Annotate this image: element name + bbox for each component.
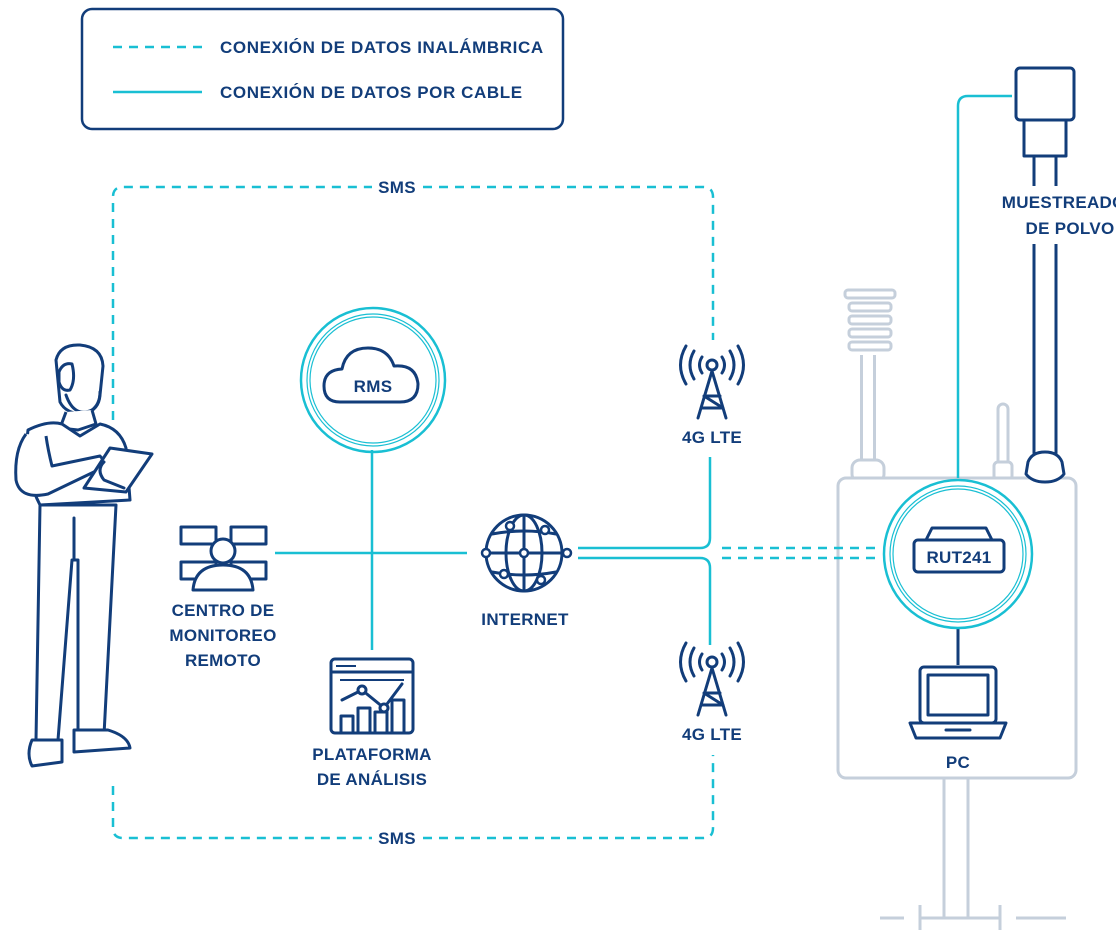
- legend-wired-label: CONEXIÓN DE DATOS POR CABLE: [220, 83, 523, 102]
- connections: [111, 94, 1012, 840]
- rms-label: RMS: [354, 377, 393, 396]
- dust-label-line2: DE POLVO: [1026, 219, 1115, 238]
- monitoring-label-line1: CENTRO DE: [172, 601, 275, 620]
- cell-tower-icon: [679, 342, 745, 457]
- dust-sampler-icon: [1014, 66, 1076, 484]
- pc-label: PC: [946, 753, 970, 772]
- globe-network-icon: [480, 513, 573, 593]
- analytics-dashboard-icon: [329, 657, 415, 735]
- cloud-icon: [299, 306, 447, 454]
- monitoring-label-line2: MONITOREO: [169, 626, 276, 645]
- router-icon: [882, 478, 1034, 630]
- legend-wireless-label: CONEXIÓN DE DATOS INALÁMBRICA: [220, 38, 544, 57]
- sms-label-bottom: SMS: [378, 829, 416, 848]
- person-icon: [14, 343, 154, 768]
- operator-icon: [179, 525, 268, 592]
- weather-station-icon: [843, 288, 1014, 484]
- analytics-label-line1: PLATAFORMA: [312, 745, 431, 764]
- internet-label: INTERNET: [481, 610, 569, 629]
- sms-label-top: SMS: [378, 178, 416, 197]
- lte-label-bottom: 4G LTE: [682, 725, 742, 744]
- cell-tower-icon: [679, 641, 745, 755]
- monitoring-label-line3: REMOTO: [185, 651, 261, 670]
- dust-label-line1: MUESTREADOR: [1002, 193, 1116, 212]
- laptop-icon: [908, 665, 1008, 740]
- legend: CONEXIÓN DE DATOS INALÁMBRICA CONEXIÓN D…: [80, 7, 565, 131]
- lte-label-top: 4G LTE: [682, 428, 742, 447]
- router-label: RUT241: [926, 548, 991, 567]
- analytics-label-line2: DE ANÁLISIS: [317, 770, 427, 789]
